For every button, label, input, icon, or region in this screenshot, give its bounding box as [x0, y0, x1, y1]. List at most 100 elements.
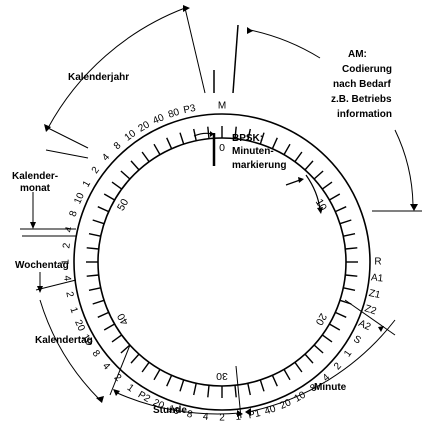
second-tick	[234, 385, 237, 398]
second-tick	[294, 361, 303, 373]
second-tick	[153, 369, 161, 381]
bit-label: 2	[332, 360, 344, 372]
second-number: 10	[313, 197, 329, 213]
second-tick	[97, 311, 109, 318]
second-tick	[247, 128, 251, 141]
kalendertag-arc	[39, 299, 101, 401]
second-tick	[335, 206, 347, 213]
kalenderjahr-arrow-top	[183, 5, 190, 12]
bit-label: 40	[151, 112, 166, 127]
stunde-arrow-left	[113, 389, 120, 396]
second-tick	[97, 206, 109, 213]
bit-label: S	[351, 334, 363, 347]
second-tick	[141, 151, 150, 163]
minute-tick-right	[344, 299, 396, 336]
kalenderjahr-arrow-bottom	[44, 124, 51, 132]
stunde-tick-right	[235, 365, 242, 419]
bit-label: Z2	[363, 303, 378, 317]
second-tick	[247, 383, 251, 396]
second-tick	[345, 247, 358, 250]
second-tick	[193, 128, 197, 141]
second-number: 20	[313, 311, 329, 327]
kalendermonat-tick-top	[45, 149, 89, 159]
minute-arrow-right	[378, 326, 384, 332]
second-tick	[86, 247, 99, 250]
second-tick	[111, 181, 123, 190]
second-tick	[304, 160, 314, 171]
kalendertag-arrow	[96, 396, 104, 403]
wochentag-tick-bottom	[35, 279, 77, 291]
label-am-2: Codierung	[342, 64, 392, 75]
label-kalendermonat-2: monat	[20, 183, 51, 194]
second-tick	[329, 193, 341, 201]
label-bpsk-1: BPSK:	[232, 133, 263, 144]
dial-circle	[73, 113, 371, 411]
second-tick	[92, 299, 105, 305]
bit-label: 4	[61, 275, 73, 282]
second-tick	[259, 132, 265, 145]
bit-label: Z1	[368, 288, 382, 301]
second-tick	[166, 137, 173, 149]
second-tick	[120, 170, 131, 180]
second-tick	[343, 233, 356, 237]
second-tick	[153, 143, 161, 155]
second-tick	[193, 383, 197, 396]
am-arrow-top	[247, 27, 253, 34]
label-am-1: AM:	[348, 49, 367, 60]
bit-label: 1	[81, 179, 94, 190]
bit-label: 2	[61, 242, 73, 249]
second-tick	[141, 361, 150, 373]
second-tick	[86, 274, 99, 277]
inner-ring	[97, 137, 347, 387]
bit-label: A1	[370, 272, 384, 284]
label-bpsk-3: markierung	[232, 160, 286, 171]
bit-label: A2	[357, 318, 373, 333]
bit-label: 1	[67, 306, 79, 315]
bit-label: 8	[112, 140, 124, 152]
second-tick	[283, 369, 291, 381]
second-tick	[130, 353, 140, 364]
label-kalendermonat-1: Kalender-	[12, 171, 58, 182]
second-tick	[339, 219, 352, 225]
bpsk-arrow2	[285, 179, 301, 186]
am-arc-lower	[394, 129, 414, 206]
label-wochentag: Wochentag	[15, 260, 69, 271]
bit-label: 2	[90, 165, 102, 176]
bit-label: 8	[90, 348, 102, 359]
kalenderjahr-tick-top	[184, 7, 206, 94]
label-am-5: information	[337, 109, 392, 120]
second-tick	[313, 344, 324, 354]
bit-label: M	[218, 101, 226, 112]
second-tick	[111, 334, 123, 343]
second-tick	[103, 323, 115, 331]
second-tick	[88, 233, 101, 237]
kalendermonat-arrow-down	[30, 222, 36, 229]
second-number: 0	[219, 142, 225, 154]
kalenderjahr-tick-bottom	[47, 127, 89, 149]
bpsk-arrowhead-left	[210, 131, 214, 137]
am-arrow-bottom	[410, 204, 418, 211]
bit-label: 4	[100, 361, 112, 373]
bit-label: 80	[167, 107, 181, 121]
label-stunde: Stunde	[153, 405, 187, 416]
second-tick	[335, 311, 347, 318]
bit-label: 8	[186, 409, 194, 421]
second-tick	[271, 375, 278, 387]
bit-label: 20	[72, 318, 87, 333]
second-tick	[166, 375, 173, 387]
second-tick	[120, 344, 131, 354]
bit-label: P3	[183, 103, 198, 116]
bit-label: 2	[63, 291, 75, 299]
kalendertag-tick-bottom	[109, 344, 131, 396]
stunde-arrow-right	[237, 410, 243, 417]
second-tick	[321, 334, 333, 343]
second-tick	[321, 181, 333, 190]
bit-label: 2	[219, 413, 225, 423]
minute-arrow-left	[245, 408, 251, 416]
second-tick	[179, 132, 185, 145]
bit-label: 10	[72, 191, 87, 206]
second-number: 50	[115, 197, 131, 213]
bit-label: 20	[278, 397, 293, 412]
bit-label: 10	[79, 333, 94, 349]
